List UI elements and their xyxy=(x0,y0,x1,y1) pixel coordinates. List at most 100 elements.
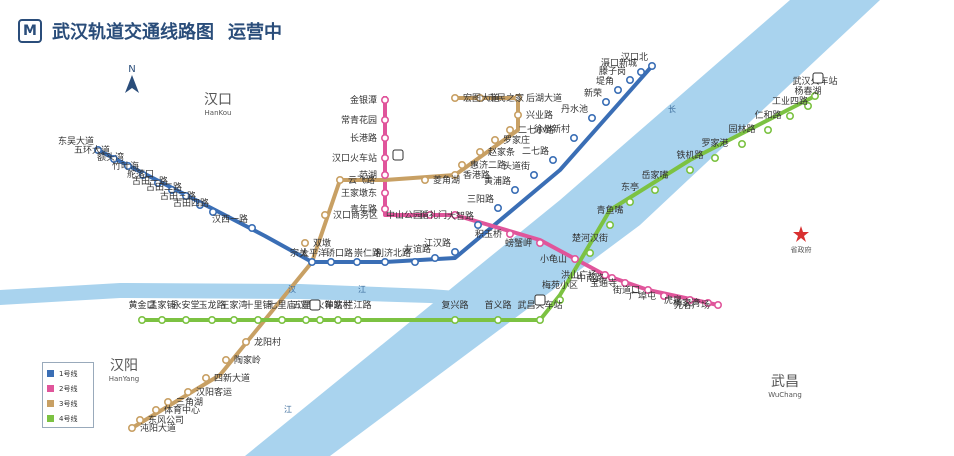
station-marker[interactable] xyxy=(505,230,514,239)
station-marker[interactable] xyxy=(315,315,324,324)
station-label[interactable]: 体育中心 xyxy=(164,404,200,416)
station-marker[interactable] xyxy=(152,405,161,414)
station-label[interactable]: 古田三路 xyxy=(160,190,196,202)
station-marker[interactable] xyxy=(510,186,519,195)
station-label[interactable]: 徐州新村 xyxy=(534,123,570,135)
station-label[interactable]: 工业四路 xyxy=(772,95,808,107)
station-label[interactable]: 云飞路 xyxy=(348,174,375,186)
station-label[interactable]: 四新大道 xyxy=(214,372,250,384)
station-label[interactable]: 汉口火车站 xyxy=(332,152,377,164)
station-label[interactable]: 东风公司 xyxy=(148,414,184,426)
station-label[interactable]: 利济北路 xyxy=(375,247,411,259)
station-marker[interactable] xyxy=(710,154,719,163)
station-marker[interactable] xyxy=(450,94,459,103)
station-label[interactable]: 二七小路 xyxy=(518,124,554,136)
station-marker[interactable] xyxy=(242,337,251,346)
station-label[interactable]: 古田二路 xyxy=(146,181,182,193)
station-label[interactable]: 沌阳大道 xyxy=(140,422,176,434)
station-label[interactable]: 罗家港 xyxy=(701,137,728,149)
station-label[interactable]: 二七路 xyxy=(522,145,549,157)
station-label[interactable]: 宗关 xyxy=(290,247,308,259)
station-label[interactable]: 堤角 xyxy=(596,75,614,87)
station-marker[interactable] xyxy=(587,114,596,123)
station-label[interactable]: 东吴大道 xyxy=(58,135,94,147)
station-label[interactable]: 舵落口 xyxy=(127,168,154,180)
station-marker[interactable] xyxy=(685,166,694,175)
station-marker[interactable] xyxy=(643,285,652,294)
station-label[interactable]: 孟家铺 xyxy=(148,299,175,311)
station-marker[interactable] xyxy=(647,61,656,70)
station-marker[interactable] xyxy=(154,179,163,188)
station-label[interactable]: 常青花园 xyxy=(341,114,377,126)
station-label[interactable]: 汉西一路 xyxy=(212,213,248,225)
station-marker[interactable] xyxy=(352,257,361,266)
station-label[interactable]: 新荣 xyxy=(584,87,602,99)
station-label[interactable]: 大智路 xyxy=(447,210,474,222)
station-label[interactable]: 首义路 xyxy=(484,299,511,311)
station-marker[interactable] xyxy=(158,315,167,324)
station-marker[interactable] xyxy=(124,162,133,171)
station-marker[interactable] xyxy=(659,291,668,300)
station-label[interactable]: 洪山广场 xyxy=(561,269,597,281)
station-marker[interactable] xyxy=(307,257,316,266)
station-marker[interactable] xyxy=(380,189,389,198)
station-marker[interactable] xyxy=(184,387,193,396)
station-label[interactable]: 七里庙 xyxy=(268,299,295,311)
station-label[interactable]: 复兴路 xyxy=(441,299,468,311)
station-label[interactable]: 玉龙路 xyxy=(198,299,225,311)
station-marker[interactable] xyxy=(493,315,502,324)
station-label[interactable]: 赵家条 xyxy=(488,146,515,158)
station-marker[interactable] xyxy=(605,221,614,230)
station-label[interactable]: 罗家庄 xyxy=(503,134,530,146)
station-label[interactable]: 梅苑小区 xyxy=(542,279,578,291)
station-label[interactable]: 永安堂 xyxy=(172,299,199,311)
station-label[interactable]: 金银潭 xyxy=(350,94,377,106)
station-marker[interactable] xyxy=(353,315,362,324)
station-label[interactable]: 友谊路 xyxy=(404,243,431,255)
station-label[interactable]: 拦江路 xyxy=(344,299,371,311)
station-marker[interactable] xyxy=(703,298,712,307)
station-label[interactable]: 滠口新城 xyxy=(601,57,637,69)
station-label[interactable]: 循礼门 xyxy=(420,209,447,221)
station-marker[interactable] xyxy=(425,211,434,220)
station-marker[interactable] xyxy=(650,186,659,195)
station-label[interactable]: 丹水池 xyxy=(561,103,588,115)
station-marker[interactable] xyxy=(475,148,484,157)
station-label[interactable]: 菱角湖 xyxy=(433,174,460,186)
station-label[interactable]: 十里铺 xyxy=(244,299,271,311)
station-label[interactable]: 铁机路 xyxy=(676,149,703,161)
station-marker[interactable] xyxy=(585,249,594,258)
station-label[interactable]: 龙阳村 xyxy=(254,336,281,348)
station-label[interactable]: 园林路 xyxy=(728,123,755,135)
station-marker[interactable] xyxy=(320,211,329,220)
station-marker[interactable] xyxy=(248,224,257,233)
station-marker[interactable] xyxy=(110,155,119,164)
station-marker[interactable] xyxy=(380,171,389,180)
station-label[interactable]: 额头湾 xyxy=(97,151,124,163)
station-label[interactable]: 小龟山 xyxy=(540,253,567,265)
station-label[interactable]: 中南路 xyxy=(577,272,604,284)
station-label[interactable]: 杨家湾 xyxy=(673,297,700,309)
station-label[interactable]: 惠济二路 xyxy=(470,159,506,171)
station-marker[interactable] xyxy=(301,315,310,324)
station-label[interactable]: 东亭 xyxy=(621,181,639,193)
station-label[interactable]: 汉阳客运 xyxy=(196,386,232,398)
station-label[interactable]: 汉口北 xyxy=(621,52,648,63)
station-marker[interactable] xyxy=(380,205,389,214)
station-label[interactable]: 青年路 xyxy=(350,203,377,215)
station-marker[interactable] xyxy=(570,255,579,264)
station-marker[interactable] xyxy=(803,102,812,111)
station-marker[interactable] xyxy=(493,204,502,213)
station-marker[interactable] xyxy=(548,156,557,165)
station-marker[interactable] xyxy=(182,315,191,324)
station-label[interactable]: 五环大道 xyxy=(74,144,110,156)
station-marker[interactable] xyxy=(182,192,191,201)
station-marker[interactable] xyxy=(535,315,544,324)
station-label[interactable]: 陶家岭 xyxy=(234,354,261,366)
station-marker[interactable] xyxy=(128,423,137,432)
station-marker[interactable] xyxy=(685,295,694,304)
station-label[interactable]: 螃蟹岬 xyxy=(505,237,532,249)
station-marker[interactable] xyxy=(613,86,622,95)
station-label[interactable]: 街道口 xyxy=(613,284,640,296)
